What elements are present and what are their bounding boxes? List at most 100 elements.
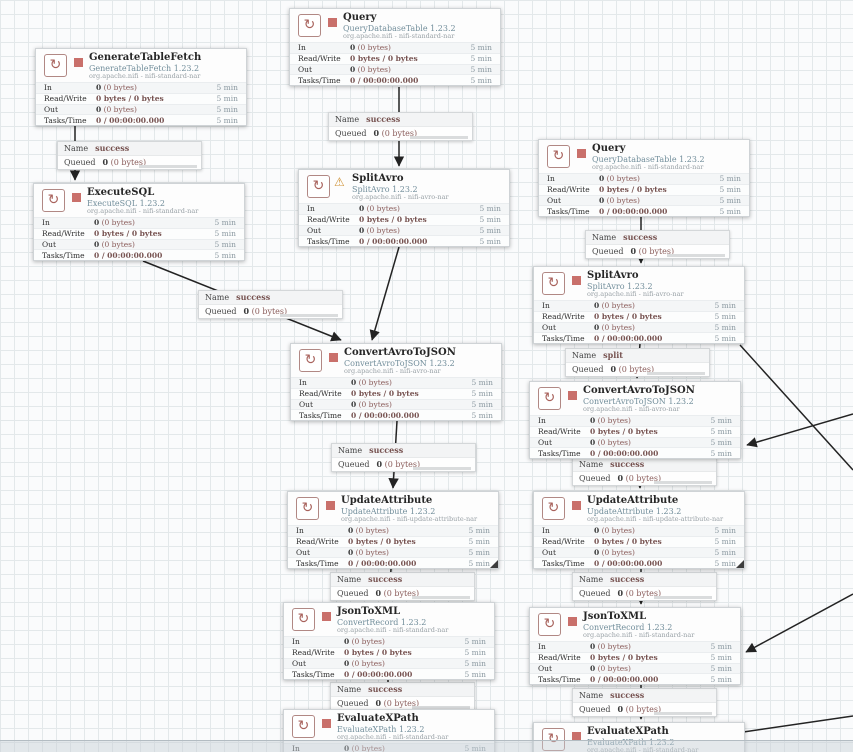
stat-value-bold: 0 bytes / 0 bytes [590,653,658,663]
name-key: Name [338,446,363,455]
processor-type-version: QueryDatabaseTable 1.23.2 [343,23,456,33]
stat-window: 5 min [710,653,733,663]
processor-header: ↻ ⚠ Query QueryDatabaseTable 1.23.2 org.… [290,9,500,42]
stat-row-out: Out 0 (0 bytes) 5 min [291,398,501,410]
stat-value: 0 [94,218,100,228]
stat-value-bold: 0 bytes / 0 bytes [94,229,162,239]
processor-node[interactable]: ↻ ⚠ JsonToXML ConvertRecord 1.23.2 org.a… [283,602,495,680]
processor-node[interactable]: ↻ ⚠ UpdateAttribute UpdateAttribute 1.23… [533,491,745,569]
processor-stats: In 0 (0 bytes) 5 min Read/Write 0 bytes … [530,415,740,458]
stat-value-bold: 0 / 00:00:00.000 [359,236,428,246]
connection-line[interactable] [739,344,853,471]
queued-bytes: (0 bytes) [623,474,662,483]
processor-refresh-icon: ↻ [42,189,65,212]
processor-type-version: QueryDatabaseTable 1.23.2 [592,154,705,164]
stat-value-detail: (0 bytes) [599,547,635,557]
stat-label: Out [292,658,306,668]
stat-row-in: In 0 (0 bytes) 5 min [299,203,509,214]
processor-refresh-icon: ↻ [542,728,565,751]
stat-value: 0 [594,547,600,557]
stat-row-out: Out 0 (0 bytes) 5 min [530,662,740,674]
processor-stats: In 0 (0 bytes) 5 min Read/Write 0 bytes … [534,300,744,343]
processor-node[interactable]: ↻ ⚠ UpdateAttribute UpdateAttribute 1.23… [287,491,499,569]
processor-type-version: UpdateAttribute 1.23.2 [587,506,682,516]
stat-label: In [307,204,315,214]
processor-node[interactable]: ↻ ⚠ ExecuteSQL ExecuteSQL 1.23.2 org.apa… [33,183,245,261]
queue-size-bar [647,372,705,375]
stat-label: Out [44,104,58,114]
name-key: Name [64,144,89,153]
stat-window: 5 min [214,239,237,249]
processor-node[interactable]: ↻ ⚠ GenerateTableFetch GenerateTableFetc… [35,48,247,126]
stat-value-detail: (0 bytes) [604,174,640,184]
stat-label: In [542,526,550,536]
stat-row-out: Out 0 (0 bytes) 5 min [288,546,498,558]
stat-value-bold: 0 / 00:00:00.000 [351,410,420,420]
processor-name: GenerateTableFetch [89,52,202,63]
stat-row-out: Out 0 (0 bytes) 5 min [284,657,494,669]
stat-value-bold: 0 / 00:00:00.000 [590,448,659,458]
processor-node[interactable]: ↻ ⚠ SplitAvro SplitAvro 1.23.2 org.apach… [533,266,745,344]
stopped-status-icon [568,391,577,400]
stat-value-bold: 0 bytes / 0 bytes [590,427,658,437]
stat-window: 5 min [710,674,733,684]
processor-node[interactable]: ↻ ⚠ EvaluateXPath EvaluateXPath 1.23.2 o… [283,709,495,752]
processor-bundle: org.apache.nifi - nifi-standard-nar [89,71,201,80]
stat-value-detail: (0 bytes) [595,663,631,673]
connection-line[interactable] [369,246,400,341]
processor-node[interactable]: ↻ ⚠ JsonToXML ConvertRecord 1.23.2 org.a… [529,607,741,685]
stat-value-detail: (0 bytes) [353,526,389,536]
processor-stats: In 0 (0 bytes) 5 min Read/Write 0 bytes … [291,377,501,420]
queued-count: 0 [617,588,624,598]
stat-value: 0 [344,637,350,647]
processor-header: ↻ ⚠ JsonToXML ConvertRecord 1.23.2 org.a… [530,608,740,641]
processor-header: ↻ ⚠ EvaluateXPath EvaluateXPath 1.23.2 o… [534,723,744,752]
processor-type-version: ConvertRecord 1.23.2 [583,622,673,632]
stat-window: 5 min [719,206,742,216]
processor-node[interactable]: ↻ ⚠ EvaluateXPath EvaluateXPath 1.23.2 o… [533,722,745,752]
processor-name: ExecuteSQL [87,187,155,198]
stat-label: Tasks/Time [542,333,585,343]
stat-label: Out [542,322,556,332]
stat-row-out: Out 0 (0 bytes) 5 min [36,103,246,115]
stopped-status-icon [72,193,81,202]
stat-window: 5 min [714,547,737,557]
stat-row-in: In 0 (0 bytes) 5 min [291,377,501,388]
connection-line[interactable] [745,593,853,653]
processor-node[interactable]: ↻ ⚠ Query QueryDatabaseTable 1.23.2 org.… [538,139,750,217]
queue-size-bar [412,596,470,599]
processor-name: EvaluateXPath [337,713,419,724]
processor-node[interactable]: ↻ ⚠ ConvertAvroToJSON ConvertAvroToJSON … [290,343,502,421]
relationship-name: success [610,459,645,469]
stat-row-out: Out 0 (0 bytes) 5 min [534,321,744,333]
stat-window: 5 min [471,410,494,420]
stat-value-detail: (0 bytes) [99,239,135,249]
stopped-status-icon [322,719,331,728]
stat-window: 5 min [470,43,493,53]
processor-node[interactable]: ↻ ⚠ SplitAvro SplitAvro 1.23.2 org.apach… [298,169,510,247]
stat-window: 5 min [214,250,237,260]
stopped-status-icon [328,18,337,27]
processor-node[interactable]: ↻ ⚠ Query QueryDatabaseTable 1.23.2 org.… [289,8,501,86]
processor-header: ↻ ⚠ SplitAvro SplitAvro 1.23.2 org.apach… [299,170,509,203]
connection-line[interactable] [746,413,853,448]
stat-window: 5 min [470,64,493,74]
queued-bytes: (0 bytes) [382,460,421,469]
stat-value-detail: (0 bytes) [355,64,391,74]
stat-label: In [296,526,304,536]
processor-node[interactable]: ↻ ⚠ ConvertAvroToJSON ConvertAvroToJSON … [529,381,741,459]
stat-value: 0 [348,547,354,557]
